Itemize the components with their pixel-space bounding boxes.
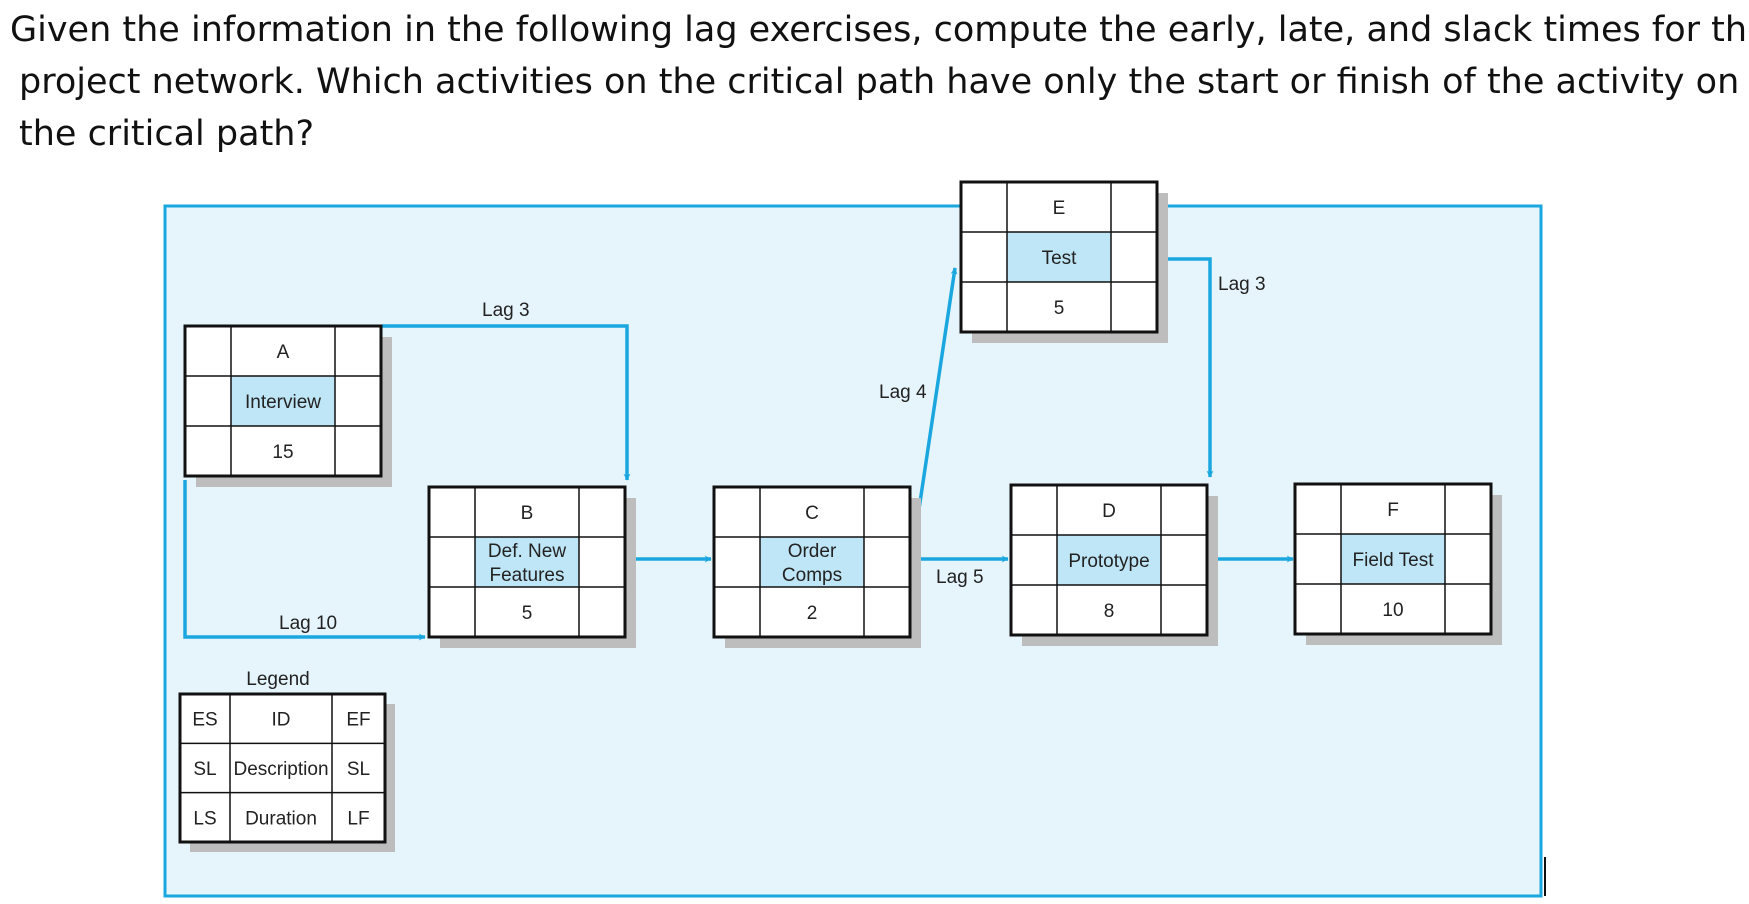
question-line-3: the critical path? xyxy=(19,114,315,154)
node-border xyxy=(1293,482,1493,636)
node-duration: 8 xyxy=(1104,601,1115,622)
legend-cell: LF xyxy=(347,808,369,829)
node-border xyxy=(183,324,383,478)
node-id: D xyxy=(1102,501,1116,522)
arrow-a-to-b-lag10 xyxy=(183,480,426,641)
arrow-a-to-b-lag3 xyxy=(382,324,631,481)
description-cell xyxy=(1007,232,1111,282)
node-duration: 5 xyxy=(522,603,533,624)
node-description: Interview xyxy=(245,392,321,413)
node-border xyxy=(712,485,912,639)
activity-node-a: A Interview 15 xyxy=(183,324,392,487)
node-id: A xyxy=(277,342,290,363)
node-description: Def. New xyxy=(488,541,566,562)
description-cell xyxy=(1341,534,1445,584)
arrow-e-to-d-lag3 xyxy=(1159,257,1214,478)
node-id: B xyxy=(521,503,534,524)
lag-label-a-b-top: Lag 3 xyxy=(482,300,530,321)
legend-cell: ID xyxy=(272,710,291,731)
question-line-2: project network. Which activities on the… xyxy=(19,62,1740,102)
description-cell xyxy=(475,537,579,587)
legend-cell: EF xyxy=(346,710,370,731)
node-description: Comps xyxy=(782,565,842,586)
node-duration: 15 xyxy=(272,442,293,463)
legend-box xyxy=(178,692,387,844)
lag-label-c-e: Lag 4 xyxy=(879,382,927,403)
node-description: Field Test xyxy=(1353,550,1435,571)
question-text: Given the information in the following l… xyxy=(10,4,1749,160)
legend-grid: ES ID EF SL Description SL LS Duration LF xyxy=(178,692,395,852)
question-line-1: Given the information in the following l… xyxy=(10,10,1749,50)
legend-cell: LS xyxy=(193,808,216,829)
description-cell xyxy=(231,376,335,426)
legend-cell: SL xyxy=(193,759,216,780)
lag-label-a-b-bottom: Lag 10 xyxy=(279,613,337,634)
node-id: F xyxy=(1387,500,1399,521)
activity-node-f: F Field Test 10 xyxy=(1293,482,1502,645)
node-id: C xyxy=(805,503,819,524)
description-cell xyxy=(760,537,864,587)
lag-label-e-d: Lag 3 xyxy=(1218,274,1266,295)
node-border xyxy=(427,485,627,639)
node-duration: 10 xyxy=(1382,600,1403,621)
node-description: Test xyxy=(1042,248,1078,269)
node-duration: 2 xyxy=(807,603,818,624)
legend-cell: Description xyxy=(233,759,328,780)
node-border xyxy=(1009,483,1209,637)
node-border xyxy=(959,180,1159,334)
legend-cell: SL xyxy=(347,759,370,780)
legend-cell: Duration xyxy=(245,808,317,829)
activity-node-e: E Test 5 xyxy=(959,180,1168,343)
node-duration: 5 xyxy=(1054,298,1065,319)
activity-node-d: D Prototype 8 xyxy=(1009,483,1218,646)
legend-title: Legend xyxy=(246,669,309,690)
node-id: E xyxy=(1053,198,1066,219)
legend-cell: ES xyxy=(192,710,217,731)
node-description: Order xyxy=(788,541,837,562)
description-cell xyxy=(1057,535,1161,585)
dependency-arrows xyxy=(183,257,1294,641)
lag-label-c-d: Lag 5 xyxy=(936,567,984,588)
node-description: Features xyxy=(490,565,565,586)
node-description: Prototype xyxy=(1068,551,1149,572)
